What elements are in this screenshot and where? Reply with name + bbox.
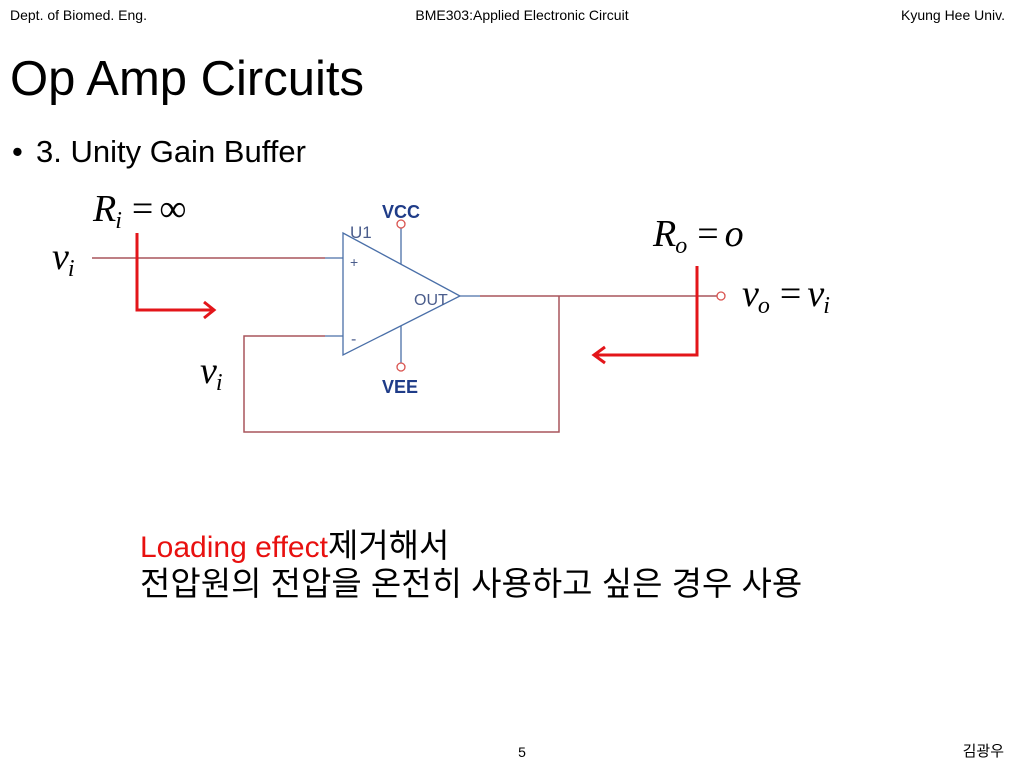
loading-effect-highlight: Loading effect (140, 531, 328, 564)
opamp-triangle (342, 231, 462, 357)
inverting-input-sign: - (351, 331, 356, 348)
input-resistance-arrowhead (203, 300, 217, 320)
input-resistance-label: Ri =∞ (93, 190, 186, 233)
output-resistance-arrowhead (591, 345, 606, 365)
header-department: Dept. of Biomed. Eng. (10, 7, 147, 23)
output-resistance-arrow (595, 266, 699, 357)
input-resistance-subscript: i (115, 208, 122, 234)
opamp-reference: U1 (350, 223, 372, 242)
feedback-voltage-symbol: v (200, 350, 217, 392)
header-course: BME303:Applied Electronic Circuit (415, 7, 629, 23)
bullet-text: 3. Unity Gain Buffer (36, 134, 306, 169)
vcc-terminal (396, 219, 406, 229)
note-line-1: Loading effect제거해서 (140, 529, 449, 564)
feedback-voltage-subscript: i (215, 370, 223, 396)
output-resistance-value: o (724, 213, 744, 255)
output-voltage-value-symbol: v (807, 273, 825, 315)
note-line-1-text: 제거해서 (327, 527, 450, 564)
output-resistance-label: Ro=o (653, 215, 744, 258)
bullet-marker: • (12, 134, 23, 169)
input-resistance-equals: = (131, 188, 154, 230)
output-resistance-subscript: o (675, 233, 688, 259)
input-resistance-symbol: R (93, 188, 117, 230)
vcc-label: VCC (382, 202, 420, 222)
input-resistance-arrow (135, 233, 213, 312)
noninverting-input-sign: + (350, 254, 358, 270)
page-number: 5 (518, 744, 526, 760)
feedback-wire (243, 296, 560, 433)
page-title: Op Amp Circuits (10, 52, 364, 106)
output-voltage-symbol: v (742, 273, 759, 315)
opamp-output-label: OUT (414, 292, 448, 309)
output-resistance-equals: = (697, 213, 719, 255)
input-resistance-value: ∞ (159, 188, 187, 230)
input-voltage-symbol: v (52, 236, 69, 278)
input-voltage-label: vi (52, 238, 75, 281)
output-resistance-symbol: R (653, 213, 677, 255)
output-voltage-subscript: o (757, 293, 770, 319)
vee-terminal (396, 362, 406, 372)
note-line-2: 전압원의 전압을 온전히 사용하고 싶은 경우 사용 (140, 565, 803, 602)
feedback-voltage-label: vi (200, 352, 223, 395)
input-voltage-subscript: i (67, 256, 75, 282)
output-terminal (716, 291, 726, 301)
vee-label: VEE (382, 377, 418, 397)
header-university: Kyung Hee Univ. (900, 7, 1005, 23)
output-voltage-label: vo=vi (742, 275, 830, 318)
author-name: 김광우 (962, 743, 1004, 760)
output-voltage-equals: = (779, 273, 802, 315)
output-voltage-value-subscript: i (823, 293, 830, 319)
